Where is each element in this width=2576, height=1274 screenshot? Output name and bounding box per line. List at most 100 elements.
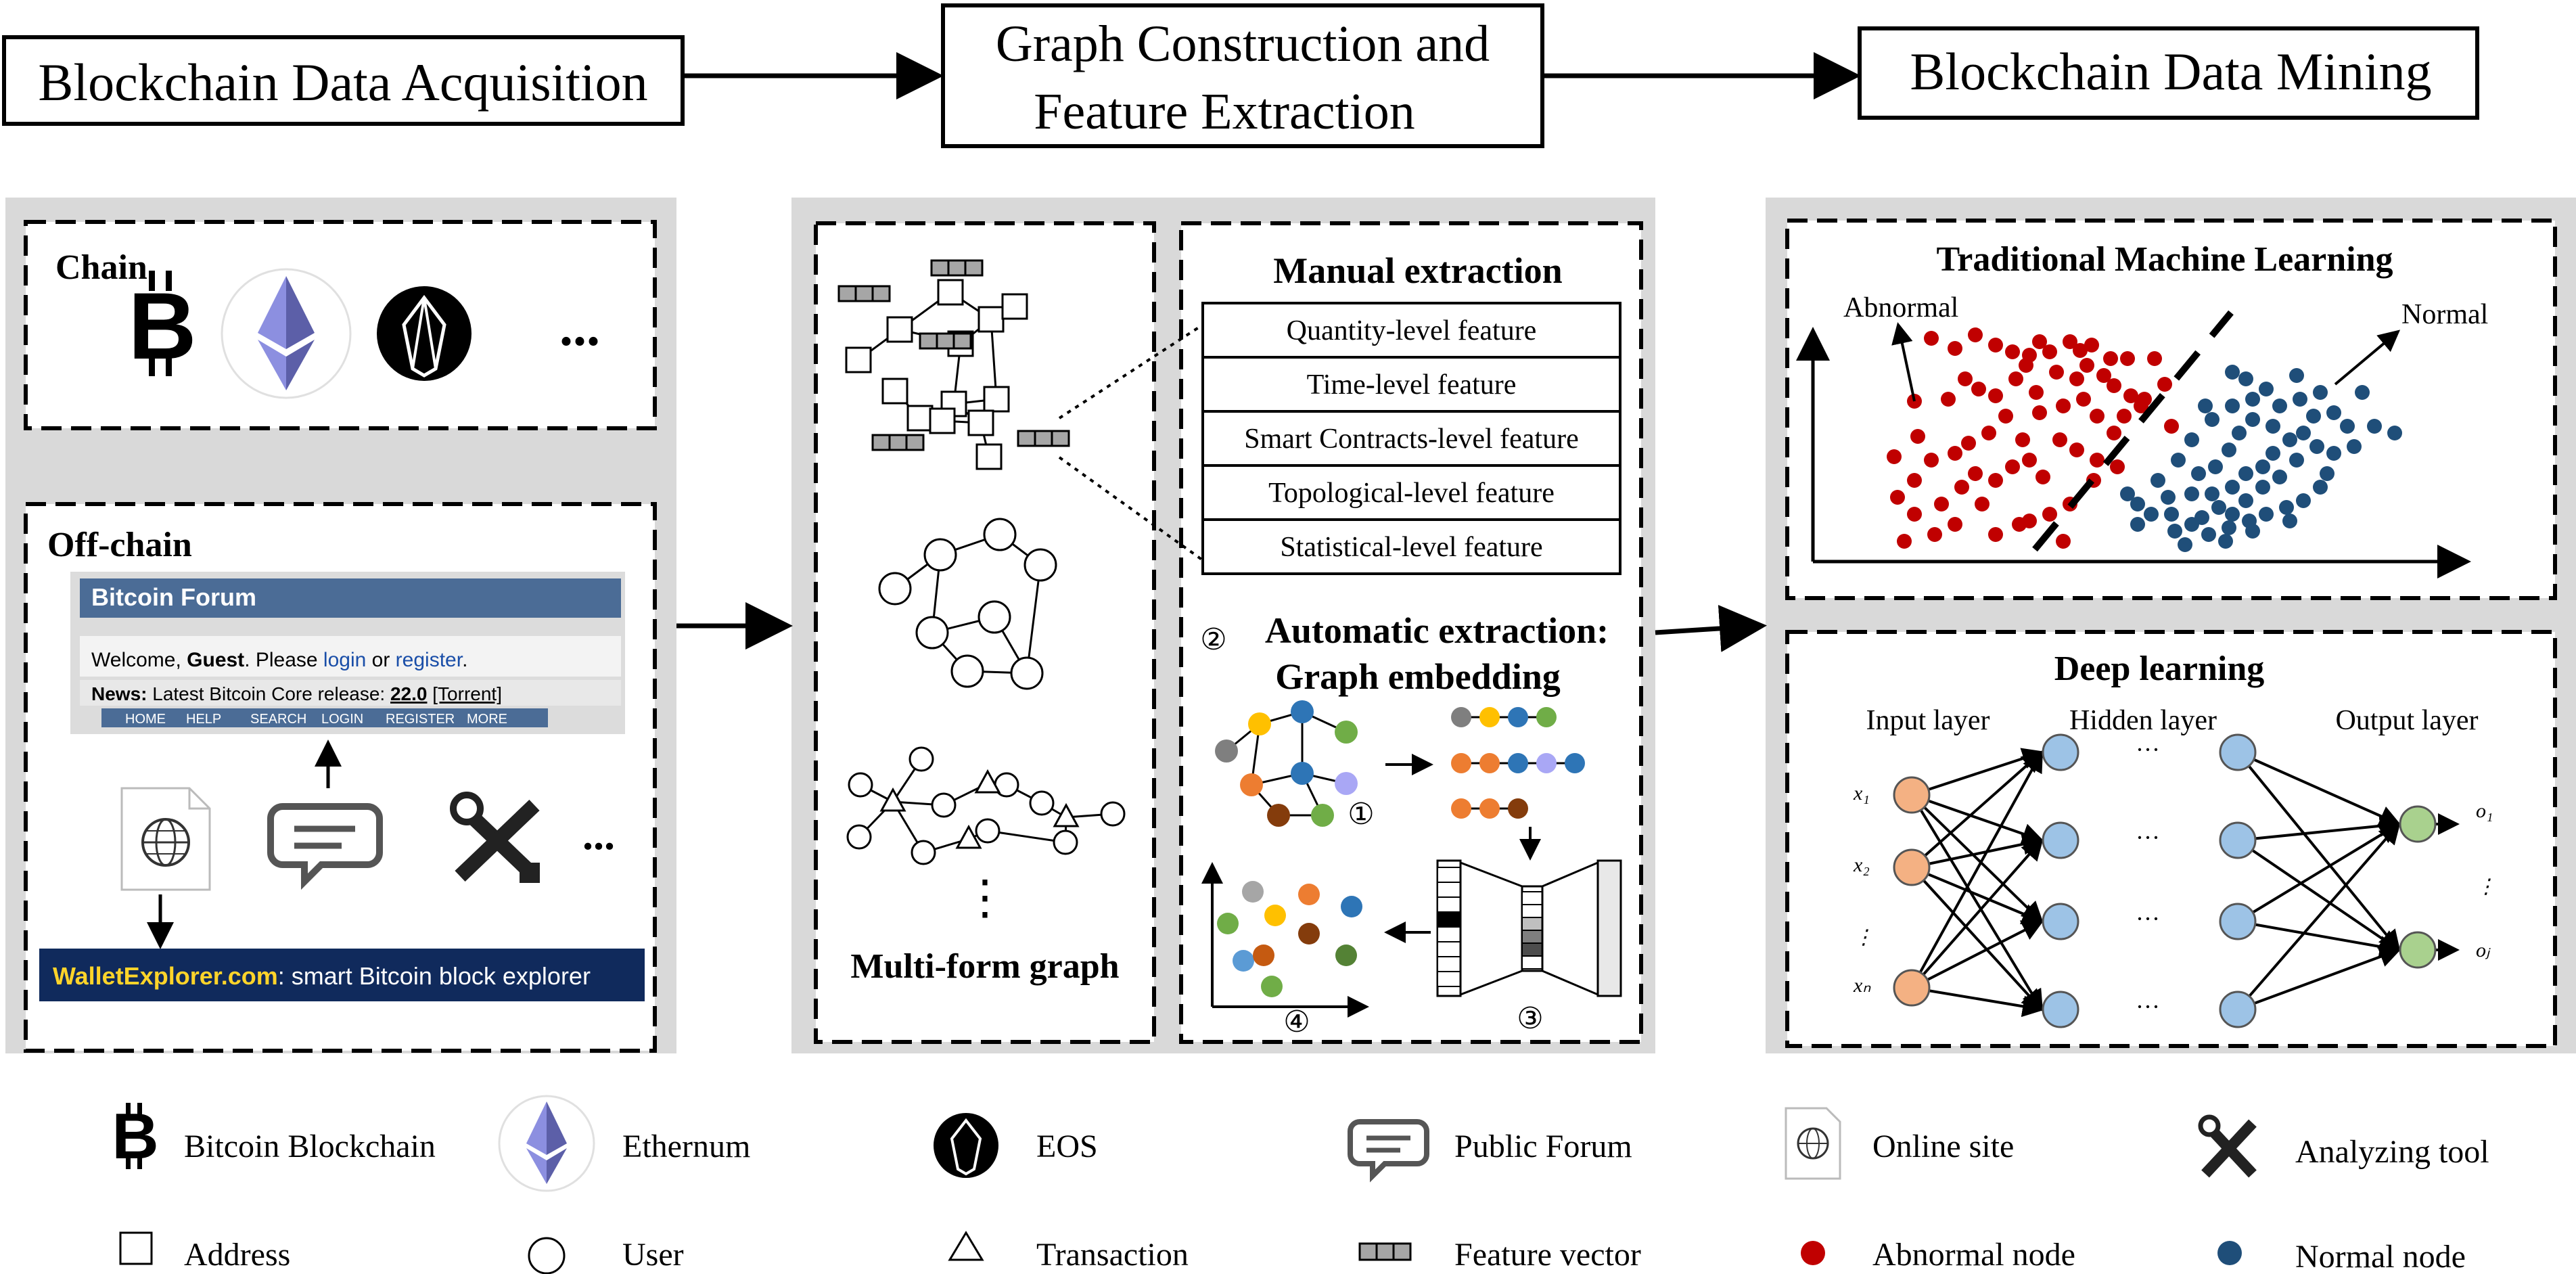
legend: B Bitcoin Blockchain Ethernum EOS Public… [112, 1095, 2489, 1274]
address-node [886, 316, 913, 343]
zoom-line-top [1058, 323, 1204, 419]
stage-construction: Graph Construction and Feature Extractio… [941, 3, 1544, 148]
legend-normal-node-icon [2217, 1241, 2242, 1265]
walk-node [1565, 753, 1585, 773]
input-node [1893, 969, 1931, 1007]
abnormal-point [2084, 338, 2099, 352]
embedding-point [1341, 896, 1362, 917]
normal-point [2167, 524, 2182, 539]
user-node [878, 572, 912, 606]
feature-table-row: Statistical-level feature [1280, 532, 1542, 563]
abnormal-point [2076, 392, 2091, 407]
transaction-user-node [1029, 790, 1055, 816]
abnormal-point [2123, 388, 2138, 403]
transaction-node [879, 787, 906, 812]
walk-node [1508, 798, 1528, 819]
abnormal-point [1968, 466, 1983, 481]
feature-vector-cell [1034, 430, 1053, 447]
normal-point [2120, 486, 2135, 501]
tml-title: Traditional Machine Learning [1936, 240, 2393, 279]
abnormal-point [2042, 344, 2057, 359]
nn-edge-hidden-output [2236, 839, 2401, 952]
normal-point [2208, 459, 2223, 474]
offchain-label: Off-chain [47, 526, 192, 564]
abnormal-point [1924, 331, 1939, 346]
nn-edge-input-hidden [1911, 986, 2044, 1018]
output-layer-label: Output layer [2335, 705, 2478, 736]
feature-vector-cell [930, 259, 950, 277]
abnormal-point [1988, 527, 2003, 542]
normal-point [2367, 419, 2382, 434]
abnormal-point [2090, 409, 2104, 424]
normal-point [2164, 507, 2179, 522]
embedding-graph-node [1311, 804, 1334, 827]
latent-cell [1521, 955, 1543, 970]
abnormal-point [1907, 507, 1922, 522]
transaction-user-node [975, 818, 1001, 844]
embedding-graph-node [1291, 762, 1314, 785]
svg-text:B: B [128, 273, 196, 379]
forum-menu-item: HELP [186, 712, 221, 727]
normal-point [2355, 385, 2370, 400]
legend-transaction-icon [948, 1231, 984, 1261]
input-label: ⋮ [1854, 926, 1874, 949]
nn-edge-input-hidden [1910, 838, 2044, 989]
walk-node [1536, 707, 1557, 727]
abnormal-point [1948, 341, 1962, 356]
normal-point [2306, 409, 2321, 424]
transaction-user-node [1100, 801, 1126, 827]
walk-node [1451, 707, 1471, 727]
latent-cell [1521, 891, 1543, 905]
dl-title: Deep learning [2054, 650, 2265, 688]
feature-vector-cell [919, 332, 938, 350]
legend-online-site-icon [1785, 1107, 1841, 1180]
feature-vector-cell [1017, 430, 1036, 447]
nn-edge-input-hidden [1910, 750, 2043, 988]
transaction-edge [987, 829, 1066, 844]
normal-point [2191, 466, 2206, 481]
normal-point [2245, 412, 2260, 427]
walk-node [1451, 753, 1471, 773]
feature-table-cell [1201, 464, 1622, 521]
input-label: xₙ [1853, 974, 1871, 997]
abnormal-label: Abnormal [1843, 292, 1958, 323]
feature-extraction-box: Manual extraction Quantity-level feature… [1017, 221, 1643, 1044]
feature-vector-cell [854, 285, 874, 302]
normal-point [2238, 466, 2253, 481]
feature-vector-cell [871, 285, 891, 302]
address-node [975, 443, 1003, 470]
embedding-input-graph [1215, 700, 1358, 827]
normal-point [2320, 466, 2334, 481]
feature-table-row: Smart Contracts-level feature [1244, 424, 1578, 455]
transaction-user-node [911, 840, 936, 865]
legend-eos-icon [934, 1113, 998, 1178]
abnormal-point [1954, 480, 1969, 495]
stage-acquisition: Blockchain Data Acquisition [2, 35, 685, 126]
normal-point [2259, 507, 2274, 522]
normal-point [2222, 442, 2236, 457]
analyzing-tool-icon [450, 792, 545, 886]
normal-label: Normal [2401, 299, 2488, 330]
chain-ellipsis: ... [559, 298, 600, 357]
forum-menu-item: MORE [467, 712, 507, 727]
abnormal-point [2005, 344, 2020, 359]
abnormal-point [1998, 409, 2013, 424]
nn-edge-input-hidden [1910, 866, 2044, 1011]
nn-edge-input-hidden [1910, 794, 2044, 1012]
normal-point [2218, 534, 2233, 549]
address-node [845, 346, 872, 373]
input-label: x₂ [1853, 854, 1870, 876]
normal-point [2225, 507, 2240, 522]
abnormal-point [2056, 399, 2071, 413]
user-node [950, 654, 984, 688]
abnormal-point [1975, 497, 1990, 511]
normal-point [2282, 514, 2297, 528]
latent-cell [1521, 904, 1543, 918]
walk-node [1536, 753, 1557, 773]
abnormal-point [2069, 371, 2084, 386]
abnormal-point [2164, 419, 2179, 434]
normal-point [2245, 524, 2260, 539]
abnormal-point [2052, 432, 2067, 447]
feature-vector-cell [947, 259, 967, 277]
feature-table-cell [1201, 518, 1622, 575]
